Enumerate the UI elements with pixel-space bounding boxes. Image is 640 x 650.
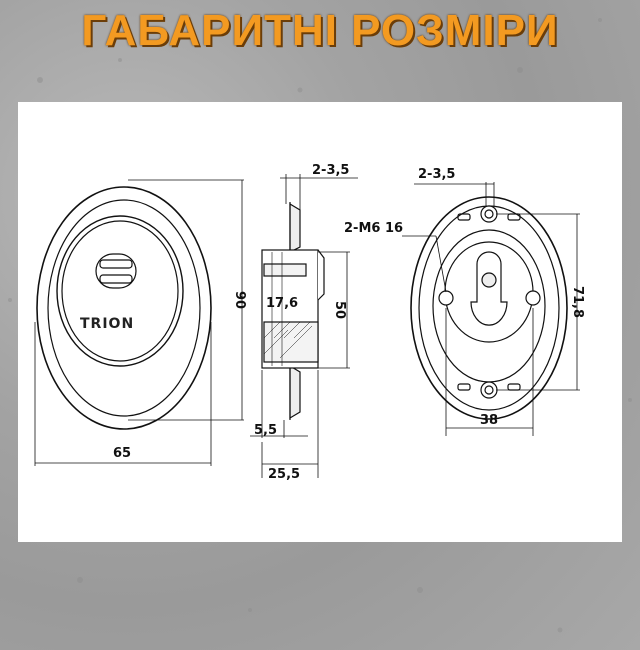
front-width-label: 65 — [113, 446, 131, 461]
back-plate-thickness-label: 2-3,5 — [418, 167, 455, 182]
side-total-depth-label: 25,5 — [268, 467, 300, 482]
side-depth-label: 17,6 — [266, 296, 298, 311]
side-body-height-label: 50 — [332, 301, 347, 319]
back-view: 2-3,5 2-M6 16 71,8 38 — [344, 167, 585, 436]
page-title: ГАБАРИТНІ РОЗМІРИ — [81, 6, 559, 55]
side-flange-label: 5,5 — [254, 423, 277, 438]
back-width-label: 38 — [480, 413, 498, 428]
drawing-panel: TRION 90 65 — [18, 102, 622, 542]
brand-label: TRION — [80, 316, 134, 332]
front-height-label: 90 — [232, 291, 247, 309]
side-view: 17,6 2-3,5 50 5,5 25 — [250, 163, 358, 482]
back-screws-label: 2-M6 16 — [344, 221, 403, 236]
technical-drawing: TRION 90 65 — [34, 163, 585, 482]
front-view: TRION 90 65 — [34, 179, 247, 466]
side-plate-thickness-label: 2-3,5 — [312, 163, 349, 178]
back-spacing-label: 71,8 — [570, 286, 585, 318]
